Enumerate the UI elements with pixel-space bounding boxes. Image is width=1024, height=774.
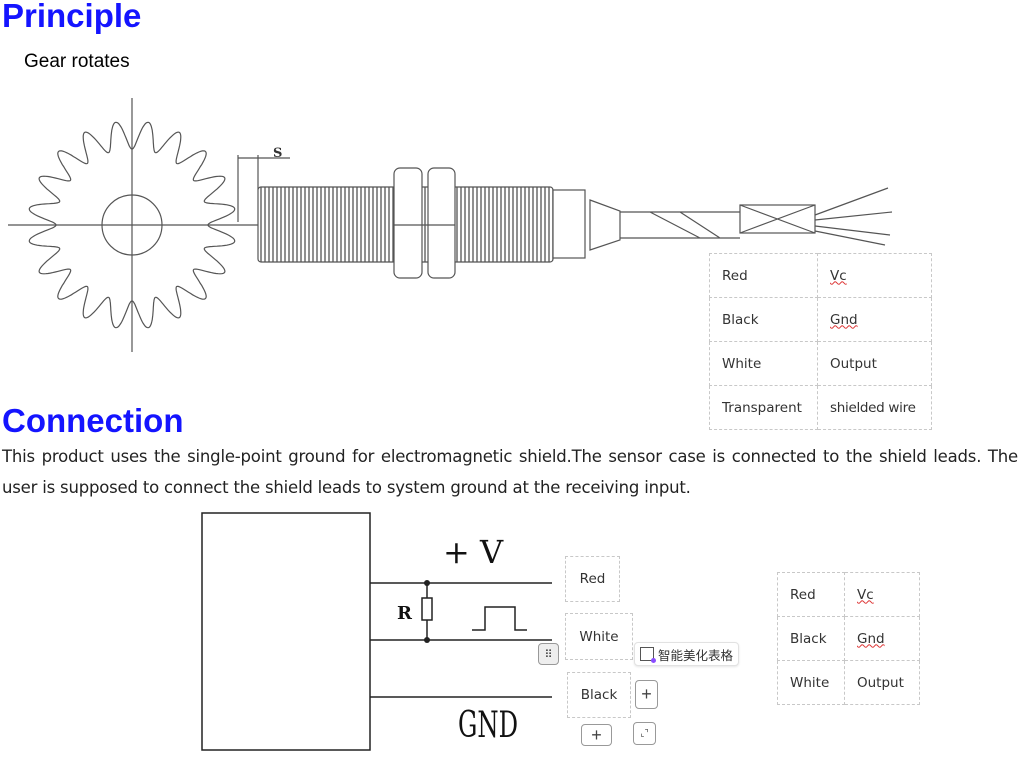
connection-heading: Connection <box>2 402 184 439</box>
nut <box>427 167 456 279</box>
drag-handle[interactable]: ⠿ <box>538 643 559 665</box>
principle-heading: Principle <box>2 0 142 34</box>
beautify-label: 智能美化表格 <box>658 647 734 663</box>
add-column-button[interactable]: + <box>635 680 658 709</box>
cell[interactable]: Output <box>817 341 932 386</box>
table-magic-icon <box>640 647 656 663</box>
cell-red[interactable]: Red <box>565 556 620 602</box>
cell[interactable]: White <box>709 341 818 386</box>
add-row-button[interactable]: + <box>581 724 612 746</box>
cell[interactable]: Black <box>777 616 845 661</box>
cell-white[interactable]: White <box>565 613 633 660</box>
gap-label: S <box>273 146 282 161</box>
cell[interactable]: Vc <box>844 572 920 617</box>
cell[interactable]: Gnd <box>817 297 932 342</box>
cell[interactable]: Transparent <box>709 385 818 430</box>
connection-text: This product uses the single-point groun… <box>2 447 1018 497</box>
cell[interactable]: Black <box>709 297 818 342</box>
circuit-diagram: + V R GND <box>201 512 552 751</box>
expand-table-button[interactable]: ⌞⌝ <box>633 722 656 745</box>
cell[interactable]: shielded wire <box>817 385 932 430</box>
resistor-label: R <box>397 603 413 624</box>
cell[interactable]: Gnd <box>844 616 920 661</box>
sensor-diagram: S <box>8 98 893 352</box>
cell[interactable]: Output <box>844 660 920 705</box>
cell-black[interactable]: Black <box>567 672 631 718</box>
cell[interactable]: Red <box>777 572 845 617</box>
cell[interactable]: White <box>777 660 845 705</box>
cell[interactable]: Red <box>709 253 818 298</box>
gnd-label: GND <box>458 705 518 746</box>
vplus-label: + V <box>443 533 504 571</box>
beautify-table-button[interactable]: 智能美化表格 <box>634 642 740 666</box>
nut <box>393 167 423 279</box>
cell[interactable]: Vc <box>817 253 932 298</box>
gear-rotates-label: Gear rotates <box>24 51 130 72</box>
